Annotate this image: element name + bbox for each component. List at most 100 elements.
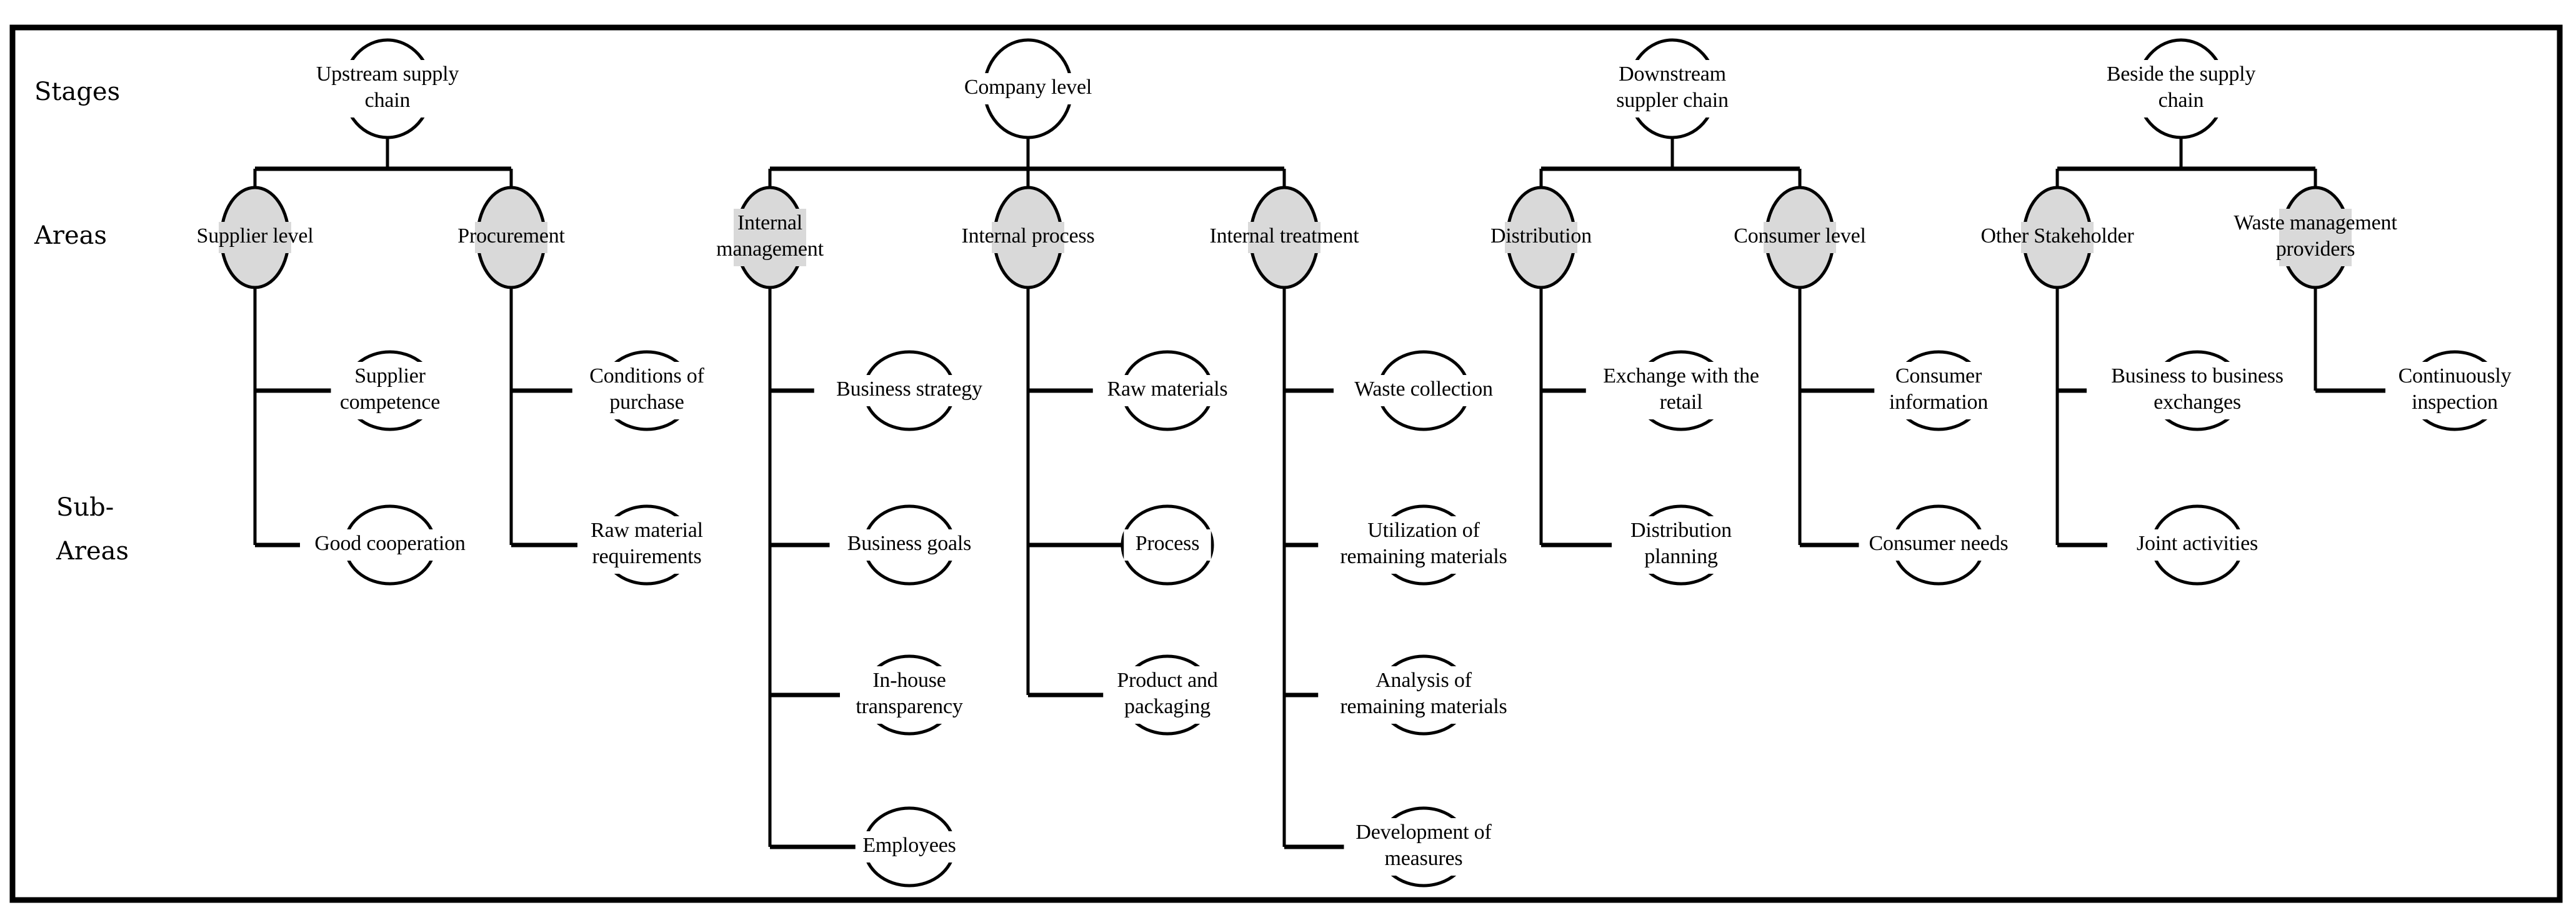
label-plate [2385, 362, 2524, 419]
sub-area-node-good-cooperation: Good cooperation [300, 504, 480, 586]
sub-area-node-joint-activities: Joint activities [2107, 504, 2287, 586]
sub-area-node-label: Process [1136, 532, 1199, 555]
label-plate [1859, 529, 2019, 561]
area-node-label: Supplier level [197, 224, 314, 248]
label-plate-grey [219, 222, 291, 253]
sub-area-node-employees: Employees [855, 806, 964, 888]
area-node-procurement: Procurement [457, 186, 566, 289]
sub-area-node-label: Raw materials [1107, 378, 1228, 401]
sub-area-node-business-strategy: Business strategy [814, 350, 1005, 431]
label-plate [331, 362, 449, 419]
sub-area-node-business-goals: Business goals [829, 504, 989, 586]
sub-area-node-label: Business goals [847, 532, 971, 555]
sub-area-node-label: Waste collection [1354, 378, 1493, 401]
row-label-stages: Stages [34, 78, 120, 106]
label-plate [2087, 362, 2308, 419]
label-plate-grey [2021, 222, 2094, 253]
label-plate-grey [1764, 222, 1836, 253]
label-plate [1103, 666, 1232, 724]
label-plate-grey [992, 222, 1064, 253]
label-plate [1344, 818, 1504, 876]
label-plate [855, 831, 964, 862]
label-plate [302, 60, 472, 118]
label-plate [1124, 529, 1211, 561]
label-plate-grey [1505, 222, 1577, 253]
label-plate [814, 375, 1005, 406]
label-plate-grey [475, 222, 547, 253]
row-label-sub-areas2: Areas [56, 537, 129, 566]
label-plate [2107, 529, 2287, 561]
area-node-distribution: Distribution [1490, 186, 1592, 289]
label-plate [1334, 375, 1514, 406]
area-node-internal-process: Internal process [962, 186, 1095, 289]
label-plate [829, 529, 989, 561]
label-plate [2085, 60, 2277, 118]
sub-area-node-consumer-needs: Consumer needs [1859, 504, 2019, 586]
area-node-consumer-level: Consumer level [1734, 186, 1866, 289]
label-plate [1318, 516, 1529, 574]
area-node-label: Other Stakeholder [1981, 224, 2135, 248]
label-plate [577, 516, 716, 574]
row-label-areas: Areas [34, 221, 107, 250]
stage-node-company-level: Company level [953, 38, 1103, 139]
label-plate [572, 362, 722, 419]
area-node-label: Internal treatment [1210, 224, 1360, 248]
area-node-label: Internal process [962, 224, 1095, 248]
area-node-supplier-level: Supplier level [197, 186, 314, 289]
label-plate [1612, 516, 1750, 574]
area-node-internal-treatment: Internal treatment [1210, 186, 1360, 289]
sub-area-node-waste-collection: Waste collection [1334, 350, 1514, 431]
sub-area-node-label: Good cooperation [314, 532, 466, 555]
label-plate [953, 73, 1103, 104]
sub-area-node-raw-materials: Raw materials [1092, 350, 1242, 431]
stage-node-label: Company level [964, 76, 1092, 99]
diagram-border [9, 24, 2563, 903]
area-node-label: Distribution [1490, 224, 1592, 248]
area-node-other-stakeholder: Other Stakeholder [1981, 186, 2135, 289]
label-plate [1597, 60, 1747, 118]
sub-area-node-label: Employees [862, 834, 956, 857]
row-label-sub-areas: Sub- [56, 493, 114, 522]
label-plate-grey [2279, 209, 2352, 266]
label-plate [1318, 666, 1529, 724]
label-plate [840, 666, 979, 724]
area-node-label: Procurement [457, 224, 565, 248]
sub-area-node-label: Business strategy [836, 378, 982, 401]
label-plate [1874, 362, 2003, 419]
